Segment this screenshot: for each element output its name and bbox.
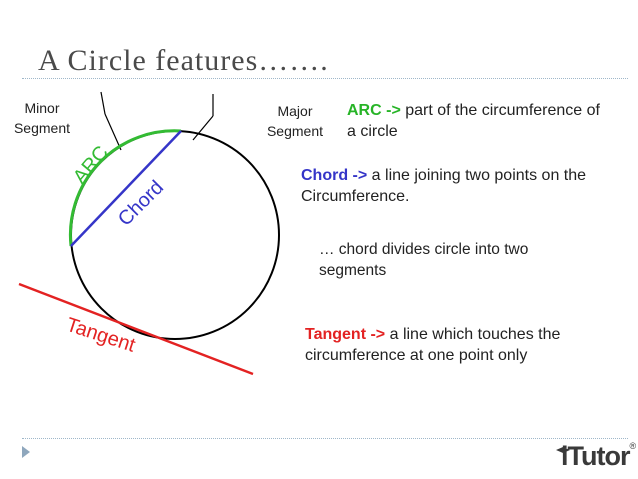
major-segment-label: Major Segment — [256, 101, 334, 141]
arc-label: ARC — [69, 142, 113, 188]
logo-text: iTutor — [561, 441, 630, 471]
tangent-label: Tangent — [63, 314, 138, 357]
page-title: A Circle features……. — [38, 44, 329, 77]
chord-term: Chord -> — [301, 167, 368, 184]
minor-segment-pointer — [100, 91, 106, 115]
chord-label: Chord — [114, 176, 168, 230]
footer-divider — [22, 438, 628, 439]
arc-definition: ARC -> part of the circumference of a ci… — [347, 100, 607, 142]
tangent-term: Tangent -> — [305, 326, 386, 343]
minor-segment-label: Minor Segment — [4, 98, 80, 138]
logo-registered-mark: ® — [629, 441, 636, 451]
segments-note: … chord divides circle into two segments — [319, 241, 529, 279]
chord-definition: Chord -> a line joining two points on th… — [301, 165, 616, 207]
arc-curve — [68, 129, 182, 247]
minor-segment-pointer — [104, 113, 122, 151]
itutor-logo: iTutor® — [561, 441, 636, 472]
chord-text: a line joining two points on the Circumf… — [301, 167, 587, 205]
major-segment-pointer — [192, 115, 214, 141]
triangle-right-icon[interactable] — [22, 446, 30, 458]
major-segment-text: Major Segment — [266, 103, 324, 139]
arc-text: part of the circumference of a circle — [347, 102, 600, 140]
arc-term: ARC -> — [347, 102, 401, 119]
graduation-cap-icon — [556, 447, 570, 453]
minor-segment-text: Minor Segment — [13, 100, 71, 136]
chord-line — [70, 130, 182, 247]
tangent-definition: Tangent -> a line which touches the circ… — [305, 324, 605, 366]
tangent-line — [18, 282, 254, 376]
tangent-text: a line which touches the circumference a… — [305, 326, 561, 364]
title-divider — [22, 78, 628, 79]
